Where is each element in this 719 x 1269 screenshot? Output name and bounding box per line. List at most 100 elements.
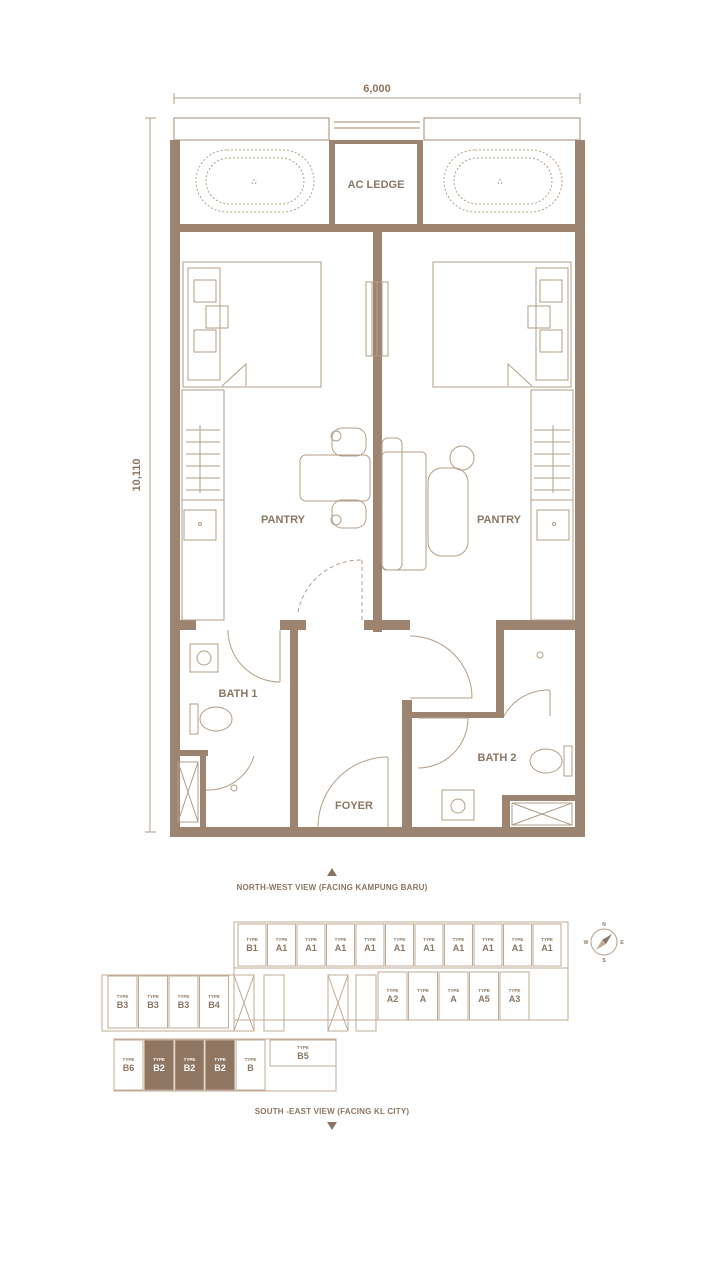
unit-cell — [385, 923, 414, 967]
unit-type-word: TYPE — [276, 937, 288, 942]
unit-type-word: TYPE — [417, 988, 429, 993]
wardrobe-left — [181, 389, 225, 501]
unit-type-label: A1 — [423, 943, 435, 953]
unit-type-word: TYPE — [541, 937, 553, 942]
wardrobe-right — [530, 389, 574, 501]
unit-type-word: TYPE — [153, 1057, 165, 1062]
unit-cell — [205, 1039, 235, 1091]
bath-2-label: BATH 2 — [478, 752, 517, 764]
unit-type-label: B2 — [153, 1063, 165, 1073]
south-arrow-icon — [327, 1122, 337, 1130]
bath-1-fixtures — [177, 643, 238, 823]
unit-cell — [199, 975, 229, 1029]
unit-cell — [138, 975, 168, 1029]
compass-n: N — [602, 922, 606, 928]
bed-right — [432, 261, 572, 388]
sliding-panel — [365, 281, 389, 357]
unit-cell — [113, 1039, 144, 1091]
unit-type-word: TYPE — [184, 1057, 196, 1062]
unit-cell — [296, 923, 326, 967]
unit-cell — [469, 971, 499, 1021]
unit-type-word: TYPE — [305, 937, 317, 942]
width-dimension — [173, 93, 581, 104]
unit-type-label: B5 — [297, 1051, 309, 1061]
unit-type-word: TYPE — [512, 937, 524, 942]
unit-type-word: TYPE — [509, 988, 521, 993]
unit-type-label: A1 — [453, 943, 465, 953]
pantry-left-label: PANTRY — [261, 514, 306, 526]
unit-cell — [499, 971, 530, 1021]
unit-type-word: TYPE — [448, 988, 460, 993]
unit-type-label: A5 — [478, 994, 490, 1004]
unit-cell — [444, 923, 473, 967]
bathtub-left — [195, 149, 315, 213]
compass-w: W — [584, 940, 589, 946]
doors — [205, 559, 551, 828]
unit-cell — [237, 923, 267, 967]
unit-cell — [107, 975, 138, 1029]
unit-cell — [326, 923, 355, 967]
unit-type-word: TYPE — [364, 937, 376, 942]
kitchen-counter-right — [530, 499, 574, 621]
unit-type-label: B3 — [117, 1000, 129, 1010]
unit-type-word: TYPE — [453, 937, 465, 942]
unit-cell — [408, 971, 438, 1021]
pantry-right-label: PANTRY — [477, 514, 522, 526]
unit-type-label: A1 — [512, 943, 524, 953]
unit-type-word: TYPE — [423, 937, 435, 942]
unit-type-word: TYPE — [117, 994, 129, 999]
unit-type-label: B2 — [214, 1063, 226, 1073]
compass-s: S — [602, 958, 606, 964]
unit-type-label: A1 — [305, 943, 317, 953]
compass-icon: N E S W — [584, 922, 625, 964]
height-dimension-label: 10,110 — [131, 458, 143, 491]
balcony-railing — [173, 117, 581, 141]
ac-ledge-label: AC LEDGE — [348, 179, 405, 191]
unit-cell — [355, 923, 385, 967]
compass-e: E — [620, 940, 624, 946]
unit-type-label: B1 — [246, 943, 258, 953]
unit-type-label: B6 — [123, 1063, 135, 1073]
unit-type-word: TYPE — [147, 994, 159, 999]
unit-cell — [267, 923, 296, 967]
unit-cell — [438, 971, 469, 1021]
unit-cell — [174, 1039, 205, 1091]
unit-type-word: TYPE — [123, 1057, 135, 1062]
unit-type-word: TYPE — [178, 994, 190, 999]
unit-type-label: A2 — [387, 994, 399, 1004]
unit-type-word: TYPE — [478, 988, 490, 993]
unit-cell — [503, 923, 532, 967]
unit-type-word: TYPE — [297, 1045, 309, 1050]
unit-type-label: A — [420, 994, 427, 1004]
bathtub-right — [443, 149, 563, 213]
north-arrow-icon — [327, 868, 337, 876]
unit-type-word: TYPE — [387, 988, 399, 993]
unit-cell — [144, 1039, 174, 1091]
unit-type-word: TYPE — [335, 937, 347, 942]
unit-cell — [414, 923, 444, 967]
bath-1-label: BATH 1 — [219, 688, 258, 700]
unit-type-word: TYPE — [208, 994, 220, 999]
unit-type-word: TYPE — [245, 1057, 257, 1062]
bath-2-fixtures — [441, 651, 573, 826]
core-area — [233, 974, 377, 1032]
walls — [170, 140, 585, 837]
unit-type-label: A1 — [364, 943, 376, 953]
unit-type-word: TYPE — [246, 937, 258, 942]
unit-cell — [532, 923, 562, 967]
unit-type-label: A — [450, 994, 457, 1004]
south-view-label: SOUTH -EAST VIEW (FACING KL CITY) — [255, 1107, 410, 1116]
unit-type-label: A1 — [482, 943, 494, 953]
key-plan-top-row: TYPEB1TYPEA1TYPEA1TYPEA1TYPEA1TYPEA1TYPE… — [237, 923, 562, 967]
unit-cell — [269, 1039, 337, 1067]
unit-type-label: A1 — [541, 943, 553, 953]
bed-left — [182, 261, 322, 388]
dining-set — [299, 427, 371, 529]
sofa — [381, 437, 475, 571]
unit-type-label: B2 — [184, 1063, 196, 1073]
unit-type-label: B4 — [208, 1000, 220, 1010]
